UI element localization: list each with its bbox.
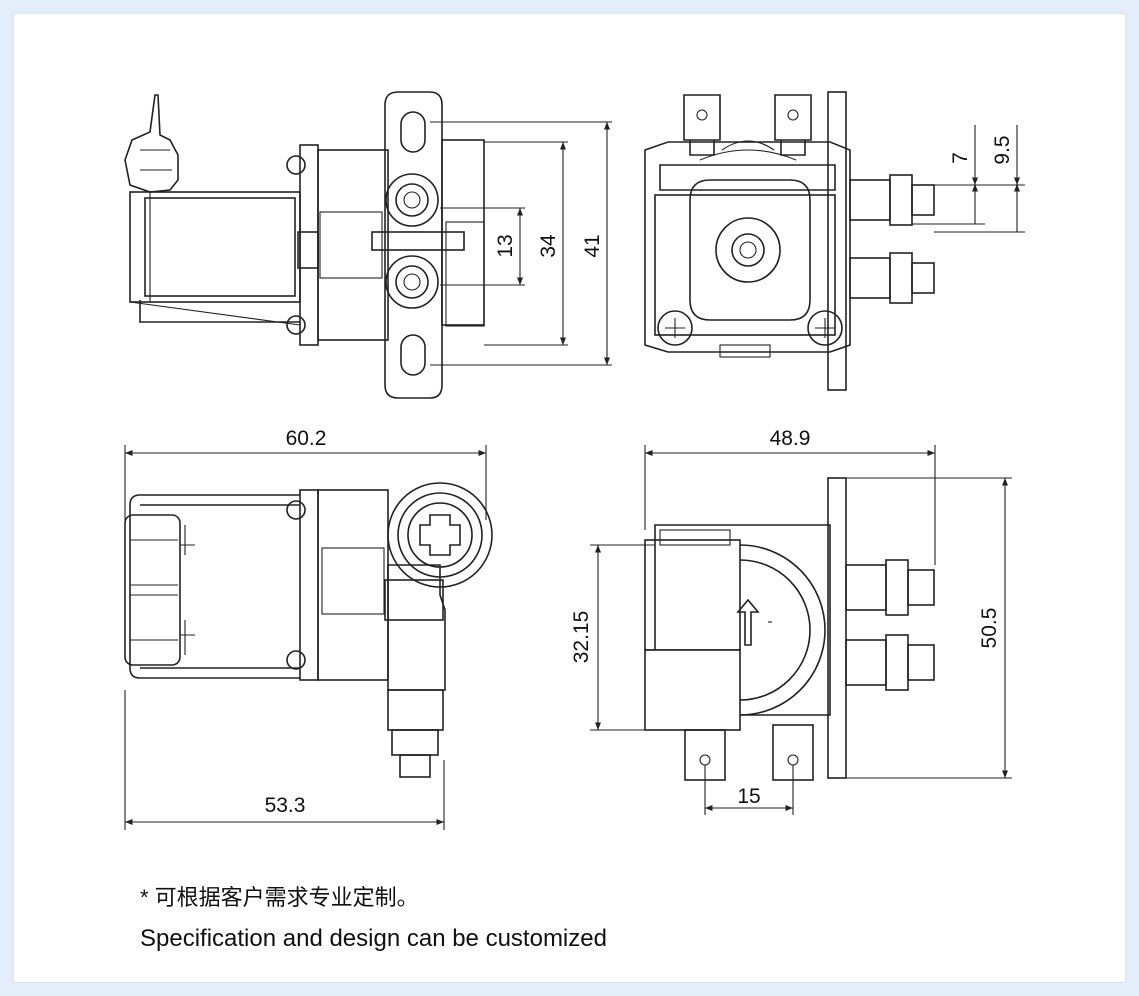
dim-15-label: 15 <box>737 785 760 808</box>
note-chinese: * 可根据客户需求专业定制。 <box>140 885 419 910</box>
dim-13-label: 13 <box>494 234 517 257</box>
dim-32-15-label: 32.15 <box>570 611 593 664</box>
dim-9-5-label: 9.5 <box>991 135 1014 164</box>
dim-7-label: 7 <box>949 152 972 164</box>
note-english: Specification and design can be customiz… <box>140 925 607 952</box>
dim-41-label: 41 <box>581 234 604 257</box>
dim-60-2-label: 60.2 <box>286 427 327 450</box>
dim-53-3-label: 53.3 <box>265 794 306 817</box>
top-view-bottom-left <box>124 445 493 830</box>
side-view-top-left <box>124 91 612 399</box>
rear-view-bottom-right <box>590 445 1012 815</box>
dim-50-5-label: 50.5 <box>978 608 1001 649</box>
dim-34-label: 34 <box>537 234 560 258</box>
dim-48-9-label: 48.9 <box>770 427 811 450</box>
front-view-top-right <box>644 91 1025 391</box>
